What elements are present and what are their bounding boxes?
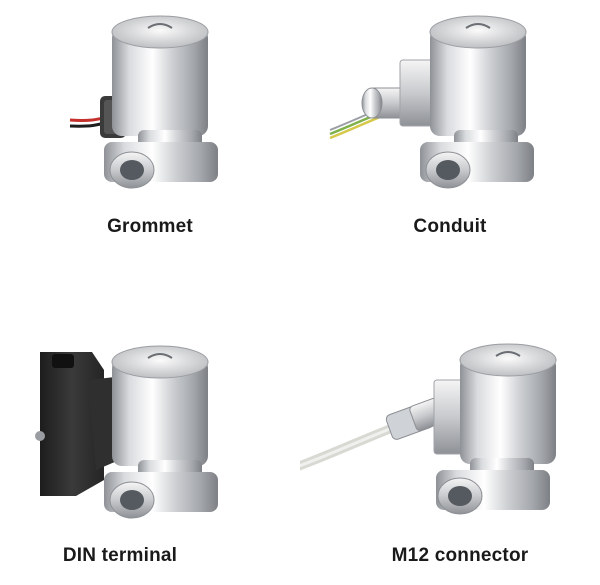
m12-connector-label: M12 connector [391,545,529,566]
din-terminal-valve-image [35,345,218,519]
m12-connector-valve-image [300,343,557,515]
variant-m12-connector: M12 connector [300,320,600,585]
variant-grommet: Grommet [0,0,300,250]
grommet-label: Grommet [107,216,193,237]
variant-din-terminal: DIN terminal [0,320,300,585]
din-terminal-label: DIN terminal [62,545,178,566]
conduit-valve-image [329,15,534,189]
conduit-label: Conduit [413,216,487,237]
variant-conduit: Conduit [300,0,600,250]
grommet-valve-image [69,15,218,189]
